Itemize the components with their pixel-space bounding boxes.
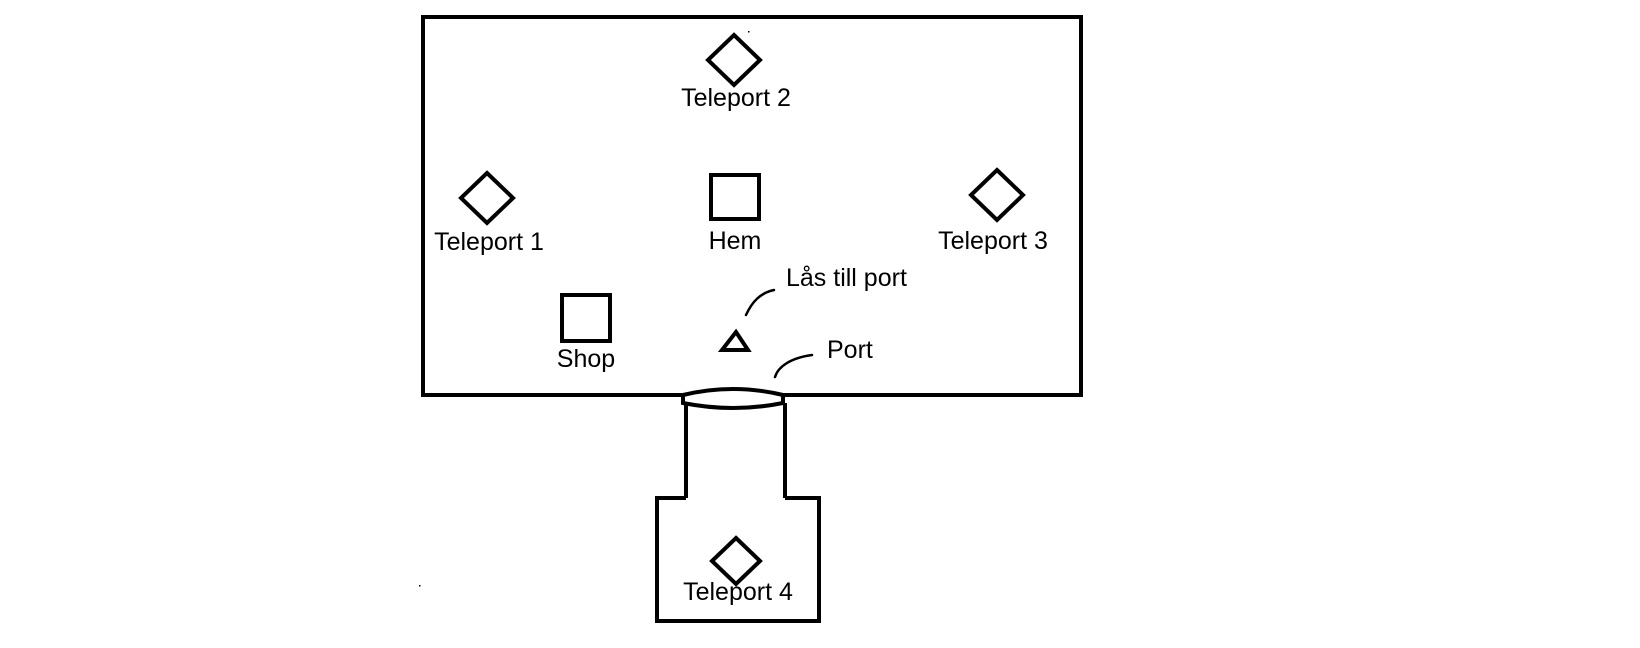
shop-label: Shop (557, 345, 615, 373)
teleport-1-diamond-icon (458, 170, 516, 226)
teleport-3-diamond-icon (968, 167, 1026, 223)
teleport-3-label: Teleport 3 (938, 227, 1048, 255)
lower-room-wall (655, 496, 821, 623)
gate-lock-label: Lås till port (786, 264, 907, 292)
teleport-2-diamond-icon (705, 32, 763, 88)
gate-lock-triangle-icon (717, 328, 752, 352)
gate-callout-line (773, 353, 814, 379)
gate-lock-callout-line (744, 288, 776, 317)
main-room-wall (421, 15, 1083, 397)
stray-speck (748, 31, 750, 33)
teleport-2-label: Teleport 2 (681, 84, 791, 112)
teleport-4-diamond-icon (709, 535, 763, 587)
teleport-1-label: Teleport 1 (434, 228, 544, 256)
shop-square-icon (560, 293, 612, 343)
home-square-icon (709, 173, 761, 221)
home-label: Hem (709, 227, 762, 255)
stray-speck (419, 585, 421, 587)
gate-label: Port (827, 336, 873, 364)
teleport-4-label: Teleport 4 (683, 578, 793, 606)
gate-shape (681, 387, 785, 410)
